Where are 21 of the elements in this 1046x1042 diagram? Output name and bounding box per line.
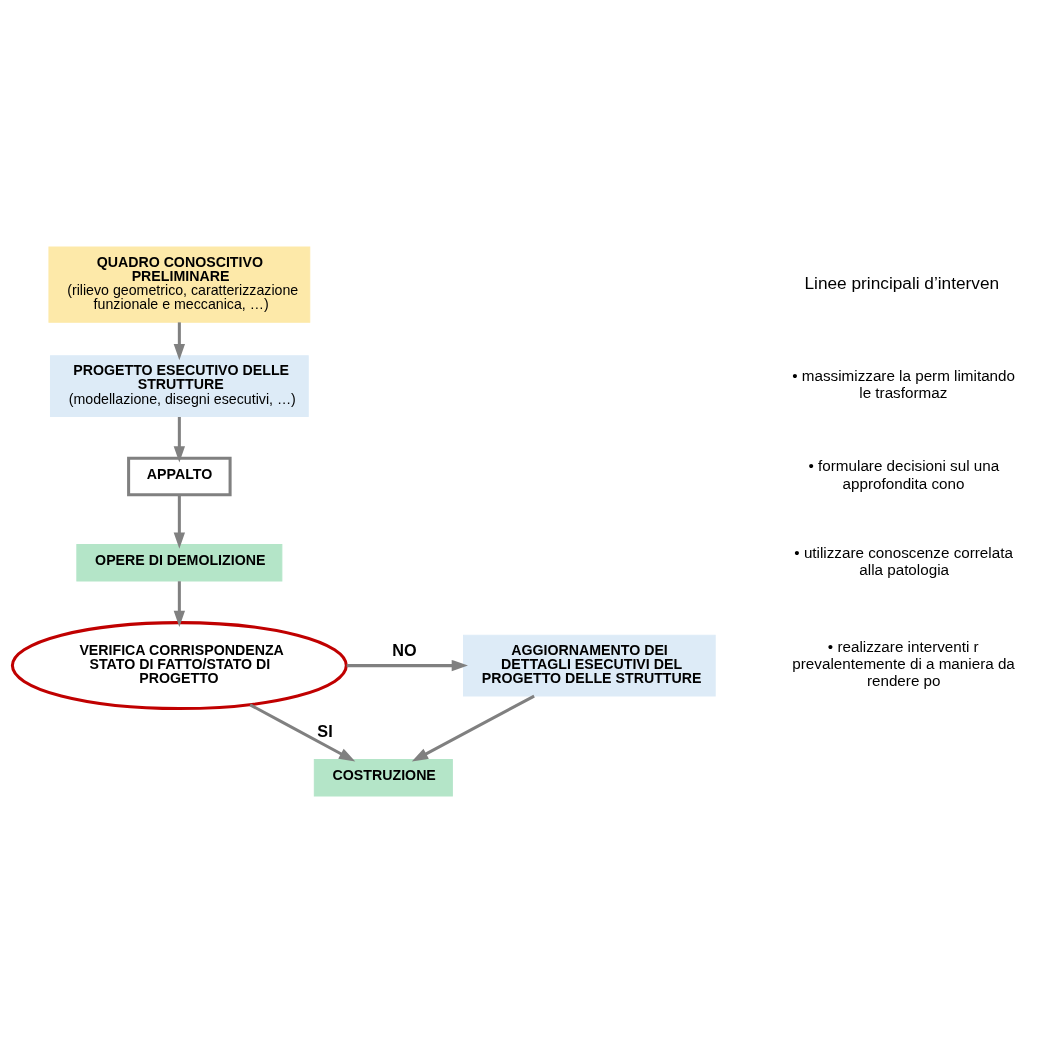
edge-label: NO bbox=[392, 640, 417, 659]
node-box: OPERE DI DEMOLIZIONE bbox=[76, 543, 283, 581]
node-box: COSTRUZIONE bbox=[313, 758, 453, 796]
label: • realizzare interventi r prevalentemente di a maniera da rendere po bbox=[792, 637, 1015, 689]
label: • utilizzare conoscenze correlata alla patologia bbox=[794, 543, 1013, 578]
arrow bbox=[173, 321, 186, 360]
arrow bbox=[173, 494, 186, 549]
label: • formulare decisioni sul una approfondita cono bbox=[808, 456, 1000, 492]
arrow bbox=[173, 416, 186, 462]
arrow bbox=[249, 702, 356, 761]
label: Linee principali d’interven bbox=[804, 272, 1000, 293]
arrow bbox=[346, 659, 468, 671]
arrow bbox=[173, 580, 186, 627]
node-ellipse: VERIFICA CORRISPONDENZA STATO DI FATTO/STATO DI PROGETTO bbox=[10, 620, 348, 710]
node-box: PROGETTO ESECUTIVO DELLE STRUTTURE (modellazione, disegni esecutivi, …) bbox=[49, 354, 309, 417]
arrow bbox=[411, 694, 535, 761]
node-box: QUADRO CONOSCITIVO PRELIMINARE (rilievo geometrico, caratterizzazione funzionale e meccanica, …) bbox=[48, 246, 311, 323]
node-box: AGGIORNAMENTO DEI DETTAGLI ESECUTIVI DEL PROGETTO DELLE STRUTTURE bbox=[463, 634, 716, 697]
node-box: APPALTO bbox=[127, 456, 232, 496]
edge-label: SI bbox=[317, 721, 333, 740]
label: • massimizzare la perm limitando le trasformaz bbox=[792, 366, 1016, 401]
